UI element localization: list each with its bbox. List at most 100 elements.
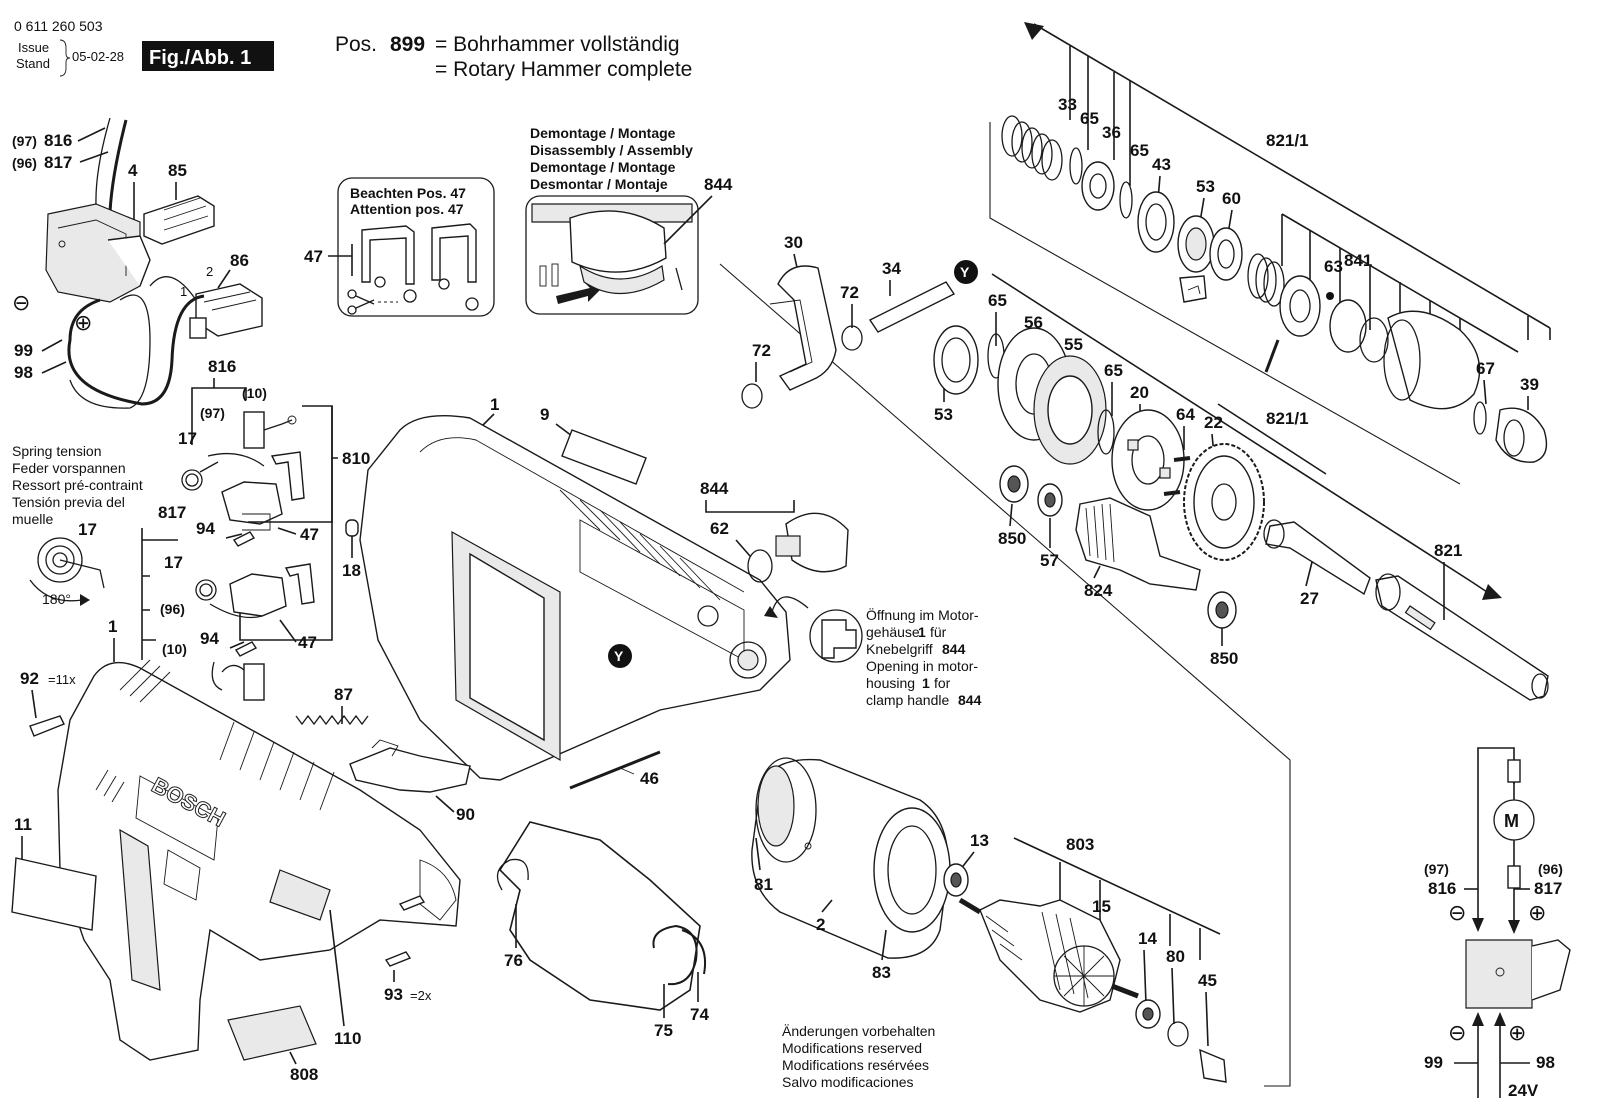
connector-85	[143, 195, 215, 245]
label-850-lower: 850	[1210, 649, 1238, 668]
label-841: 841	[1344, 251, 1372, 270]
bracket-810	[239, 406, 338, 641]
switch-detail: 816 (10) (97) 17 94 47 810 817 17 (96) 9…	[141, 357, 370, 701]
opening-3: für	[930, 624, 947, 640]
label-36: 36	[1102, 123, 1121, 142]
description-de: = Bohrhammer vollständig	[435, 33, 680, 56]
upper-boundary	[989, 122, 1461, 485]
label-area-110	[269, 869, 331, 921]
changes-fr: Modifications resérvées	[782, 1057, 929, 1073]
label-47-lower: 47	[298, 633, 317, 652]
ref97-top: (97)	[12, 133, 37, 149]
label-47-upper: 47	[300, 525, 319, 544]
label-83: 83	[872, 963, 891, 982]
label-110: 110	[334, 1029, 361, 1048]
screw-93	[384, 951, 412, 967]
label-92: 92	[20, 669, 39, 688]
label-65-c: 65	[1080, 109, 1099, 128]
label-821-1-upper: 821/1	[1266, 131, 1309, 150]
label-57: 57	[1040, 551, 1059, 570]
ring-65-d	[1119, 181, 1133, 219]
label-98: 98	[14, 363, 33, 382]
issue-brace	[59, 39, 71, 77]
label-80: 80	[1166, 947, 1185, 966]
label-15: 15	[1092, 897, 1111, 916]
label-43: 43	[1152, 155, 1171, 174]
spring-es-2: muelle	[12, 511, 53, 527]
assembly-frame	[525, 195, 699, 315]
label-27: 27	[1300, 589, 1319, 608]
spring-coil-outer	[37, 537, 83, 583]
rotation-arrow	[29, 579, 83, 602]
label-33: 33	[1058, 95, 1077, 114]
doc-number: 0 611 260 503	[14, 18, 103, 34]
intermediate-shaft-824	[1075, 497, 1201, 591]
attention-pos47-box: Beachten Pos. 47 Attention pos. 47 47	[304, 177, 495, 317]
minus-symbol-top: ⊖	[12, 291, 30, 316]
switch-group: (97) 816 (96) 817 4 85 86 2 1 ⊖ ⊕ 99 98	[12, 117, 263, 409]
spring-es-1: Tensión previa del	[12, 494, 125, 510]
opening-ref-housing-2: 1	[922, 675, 930, 691]
wire-minus	[67, 294, 205, 406]
switch-trigger	[107, 235, 151, 287]
piston-27	[1265, 521, 1371, 596]
label-67: 67	[1476, 359, 1495, 378]
assembly-es: Desmontar / Montaje	[530, 176, 668, 192]
ring-65-b	[1097, 409, 1115, 455]
opening-5: Opening in motor-	[866, 658, 978, 674]
label-4: 4	[128, 161, 138, 180]
ring-67	[1473, 401, 1487, 435]
dust-cap-39	[1495, 407, 1548, 463]
terminal-bottom	[243, 663, 265, 701]
minus-symbol-schem: ⊖	[1448, 901, 1466, 926]
spring-tension-note: Spring tension Feder vorspannen Ressort …	[12, 443, 143, 607]
label-821: 821	[1434, 541, 1462, 560]
housing-shell	[359, 415, 791, 781]
label-46: 46	[640, 769, 659, 788]
spring-33	[1001, 115, 1063, 181]
label-72-right: 72	[840, 283, 859, 302]
label-30: 30	[784, 233, 803, 252]
label-2-small: 2	[206, 264, 213, 279]
pin-64-b	[1163, 490, 1181, 496]
assembly-boundary	[719, 263, 1291, 1087]
label-817-top: 817	[44, 153, 72, 172]
description-en: = Rotary Hammer complete	[435, 58, 692, 81]
label-47-box: 47	[304, 247, 323, 266]
label-1-housing: 1	[490, 395, 499, 414]
leader-817	[79, 151, 109, 163]
label-816-schem: 816	[1428, 879, 1456, 898]
spring-en: Spring tension	[12, 443, 102, 459]
ring-60	[1209, 227, 1243, 281]
label-20: 20	[1130, 383, 1149, 402]
washer-841	[1279, 275, 1321, 337]
o-ring-62	[747, 549, 773, 583]
label-65-b: 65	[1104, 361, 1123, 380]
spring-de: Feder vorspannen	[12, 460, 126, 476]
motor-flange-81	[757, 765, 795, 847]
tool-outer-shell	[57, 661, 461, 1061]
gasket-group: 76 75 74	[496, 821, 709, 1040]
ref10-bottom: (10)	[162, 641, 187, 657]
bracket-803	[1013, 837, 1221, 960]
pinion-45	[1199, 1048, 1227, 1083]
label-844-mid: 844	[700, 479, 729, 498]
cable-816	[95, 117, 111, 206]
label-74: 74	[690, 1005, 709, 1024]
label-816-mid: 816	[208, 357, 236, 376]
spring-87	[295, 714, 369, 726]
label-76: 76	[504, 951, 523, 970]
fig-label-box	[142, 41, 274, 71]
label-65-d: 65	[1130, 141, 1149, 160]
label-850-upper: 850	[998, 529, 1026, 548]
washer-43	[1137, 191, 1175, 253]
bracket-30	[777, 265, 837, 391]
label-844-box: 844	[704, 175, 733, 194]
label-17-upper: 17	[178, 429, 197, 448]
label-22: 22	[1204, 413, 1223, 432]
leader-86	[217, 269, 231, 289]
ref96-schem: (96)	[1538, 861, 1563, 877]
minus-symbol-bottom: ⊖	[1448, 1021, 1466, 1046]
body-vents	[95, 659, 335, 811]
